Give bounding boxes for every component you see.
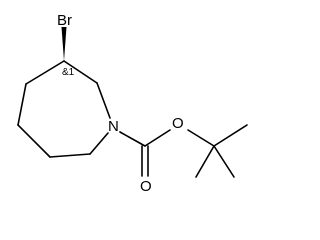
bond-tbu-methyl-right xyxy=(213,145,235,178)
bond-tbu-methyl-down xyxy=(195,145,215,178)
ring-bond-c7-c6 xyxy=(49,153,91,158)
ring-bond-n1-c7 xyxy=(89,132,109,155)
ring-bond-c2-n1 xyxy=(96,82,111,119)
bond-tbu-methyl-up xyxy=(213,124,248,147)
bond-ester-oxygen-quaternary-carbon xyxy=(187,129,215,147)
carbonyl-oxygen-atom-label: O xyxy=(140,178,152,195)
ring-bond-c5-c4 xyxy=(17,83,27,126)
stereo-descriptor-label: &1 xyxy=(62,67,75,78)
bond-n1-carbonyl-carbon xyxy=(119,131,146,147)
bromine-atom-label: Br xyxy=(57,12,72,29)
ester-oxygen-atom-label: O xyxy=(172,115,184,132)
ring-nitrogen-atom-label: N xyxy=(108,118,119,135)
bond-carbonyl-carbon-ester-oxygen xyxy=(144,129,171,147)
wedge-bond-c3-br xyxy=(61,27,67,61)
ring-bond-c3-c2 xyxy=(63,60,98,84)
ring-bond-c4-c3 xyxy=(25,60,65,85)
chemical-structure: Br &1 N O O xyxy=(17,12,248,195)
ring-bond-c6-c5 xyxy=(17,124,51,158)
